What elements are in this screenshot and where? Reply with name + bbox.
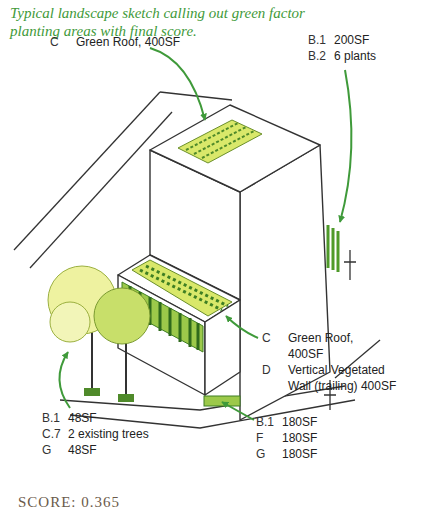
area-amount: 48SF: [68, 442, 188, 458]
area-amount: 180SF: [282, 414, 372, 430]
area-code: B.1: [256, 414, 274, 430]
area-amount: Vertical Vegetated Wall (trailing) 400SF: [288, 362, 400, 394]
area-code: G: [256, 446, 265, 462]
green-roof-top: [178, 120, 262, 163]
area-code: B.2: [308, 48, 326, 64]
sketch-title: Typical landscape sketch calling out gre…: [10, 4, 340, 40]
area-code: B.1: [42, 410, 60, 426]
area-code: G: [42, 442, 51, 458]
dimension-mark: [344, 250, 356, 280]
area-amount: 48SF: [68, 410, 188, 426]
site-line: [14, 92, 160, 250]
area-code: F: [256, 430, 263, 446]
area-code: C: [50, 34, 59, 50]
area-amount: 180SF: [282, 430, 372, 446]
leader-arrow: [340, 70, 351, 222]
area-amount: 6 plants: [334, 48, 424, 64]
area-code: C: [262, 330, 271, 346]
area-amount: 2 existing trees: [68, 426, 188, 442]
area-amount: 200SF: [334, 32, 424, 48]
area-amount: Green Roof, 400SF: [76, 34, 216, 50]
building-face: [240, 145, 330, 420]
area-code: D: [262, 362, 271, 378]
area-code: B.1: [308, 32, 326, 48]
trees: [48, 266, 150, 402]
leader-arrow: [222, 402, 254, 420]
area-amount: Green Roof, 400SF: [288, 330, 360, 362]
score-caption: SCORE: 0.365: [18, 494, 120, 511]
leader-arrow: [59, 352, 70, 408]
leader-arrow: [150, 48, 205, 120]
planting-strip: [204, 225, 338, 406]
area-code: C.7: [42, 426, 61, 442]
area-amount: 180SF: [282, 446, 372, 462]
site-lines: [14, 92, 380, 428]
leader-arrow: [226, 316, 258, 338]
roof: [150, 105, 320, 192]
